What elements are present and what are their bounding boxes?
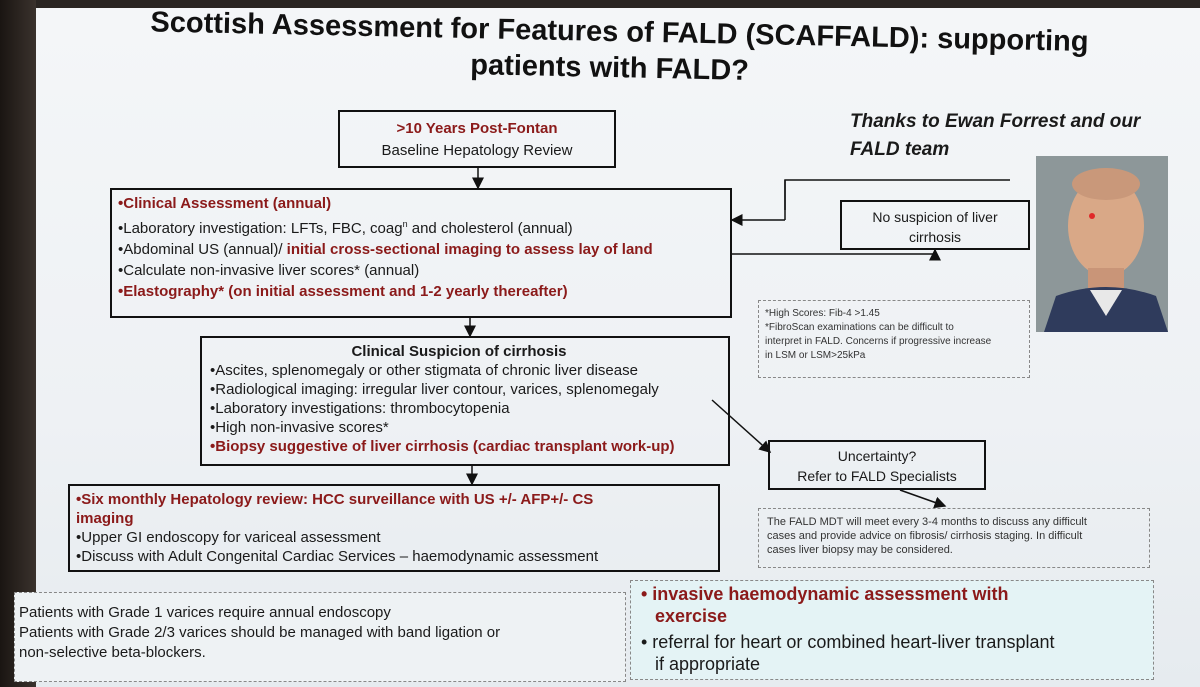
suspicion-biopsy: •Biopsy suggestive of liver cirrhosis (c…: [210, 438, 675, 455]
scores-note: *High Scores: Fib-4 >1.45 *FibroScan exa…: [758, 300, 1030, 378]
suspicion-ascites: •Ascites, splenomegaly or other stigmata…: [210, 362, 638, 379]
abdominal-us: •Abdominal US (annual)/ initial cross-se…: [118, 241, 653, 258]
suspicion-high-scores: •High non-invasive scores*: [210, 419, 389, 436]
adult-congenital-cardiac: •Discuss with Adult Congenital Cardiac S…: [76, 548, 599, 565]
invasive-exercise: exercise: [655, 606, 728, 626]
acknowledgement: Thanks to Ewan Forrest and our FALD team: [850, 108, 1140, 164]
scores-note-line-3: interpret in FALD. Concerns if progressi…: [765, 336, 992, 347]
scores-note-line-2: *FibroScan examinations can be difficult…: [765, 322, 954, 333]
six-monthly-imaging: imaging: [76, 510, 134, 527]
upper-gi-endoscopy: •Upper GI endoscopy for variceal assessm…: [76, 529, 381, 546]
post-fontan-label: >10 Years Post-Fontan: [396, 120, 558, 137]
suspicion-radiological: •Radiological imaging: irregular liver c…: [210, 381, 659, 398]
person-portrait-icon: [1036, 156, 1168, 332]
speaker-photo: [1036, 156, 1168, 332]
varices-note: Patients with Grade 1 varices require an…: [14, 592, 626, 682]
six-monthly-review-box: •Six monthly Hepatology review: HCC surv…: [68, 484, 720, 572]
uncertainty-box: Uncertainty? Refer to FALD Specialists: [768, 440, 986, 490]
baseline-review-label: Baseline Hepatology Review: [381, 142, 573, 159]
thanks-line-2: FALD team: [850, 139, 950, 160]
no-suspicion-line-2: cirrhosis: [908, 229, 962, 245]
scores-note-line-1: *High Scores: Fib-4 >1.45: [765, 308, 880, 319]
suspicion-laboratory: •Laboratory investigations: thrombocytop…: [210, 400, 510, 417]
varices-grade-2-3: Patients with Grade 2/3 varices should b…: [19, 624, 501, 641]
varices-beta-blockers: non-selective beta-blockers.: [19, 644, 206, 661]
transplant-if-appropriate: if appropriate: [655, 654, 761, 674]
lab-investigation: •Laboratory investigation: LFTs, FBC, co…: [118, 219, 573, 237]
slide-background: [36, 8, 1200, 687]
mdt-note: The FALD MDT will meet every 3-4 months …: [758, 508, 1150, 568]
transplant-referral: • referral for heart or combined heart-l…: [641, 632, 1055, 652]
clinical-assessment-annual: •Clinical Assessment (annual): [118, 195, 332, 212]
no-suspicion-line-1: No suspicion of liver: [872, 209, 998, 225]
no-suspicion-box: No suspicion of liver cirrhosis: [840, 200, 1030, 250]
invasive-haemodynamic: • invasive haemodynamic assessment with: [641, 584, 1009, 604]
mdt-note-line-2: cases and provide advice on fibrosis/ ci…: [767, 530, 1083, 542]
varices-grade-1: Patients with Grade 1 varices require an…: [19, 604, 391, 621]
clinical-suspicion-box: Clinical Suspicion of cirrhosis •Ascites…: [200, 336, 730, 466]
projector-edge: [0, 0, 36, 687]
thanks-line-1: Thanks to Ewan Forrest and our: [850, 111, 1141, 132]
six-monthly-review: •Six monthly Hepatology review: HCC surv…: [76, 491, 594, 508]
elastography: •Elastography* (on initial assessment an…: [118, 283, 568, 300]
suspicion-heading: Clinical Suspicion of cirrhosis: [351, 343, 567, 360]
scores-note-line-4: in LSM or LSM>25kPa: [765, 350, 866, 361]
invasive-assessment-note: • invasive haemodynamic assessment with …: [630, 580, 1154, 680]
clinical-assessment-box: •Clinical Assessment (annual) •Laborator…: [110, 188, 732, 318]
uncertainty-line-1: Uncertainty?: [837, 448, 917, 464]
mdt-note-line-1: The FALD MDT will meet every 3-4 months …: [767, 516, 1087, 528]
noninvasive-scores: •Calculate non-invasive liver scores* (a…: [118, 262, 420, 279]
uncertainty-line-2: Refer to FALD Specialists: [797, 468, 957, 484]
post-fontan-box: >10 Years Post-Fontan Baseline Hepatolog…: [338, 110, 616, 168]
mdt-note-line-3: cases liver biopsy may be considered.: [767, 544, 953, 556]
